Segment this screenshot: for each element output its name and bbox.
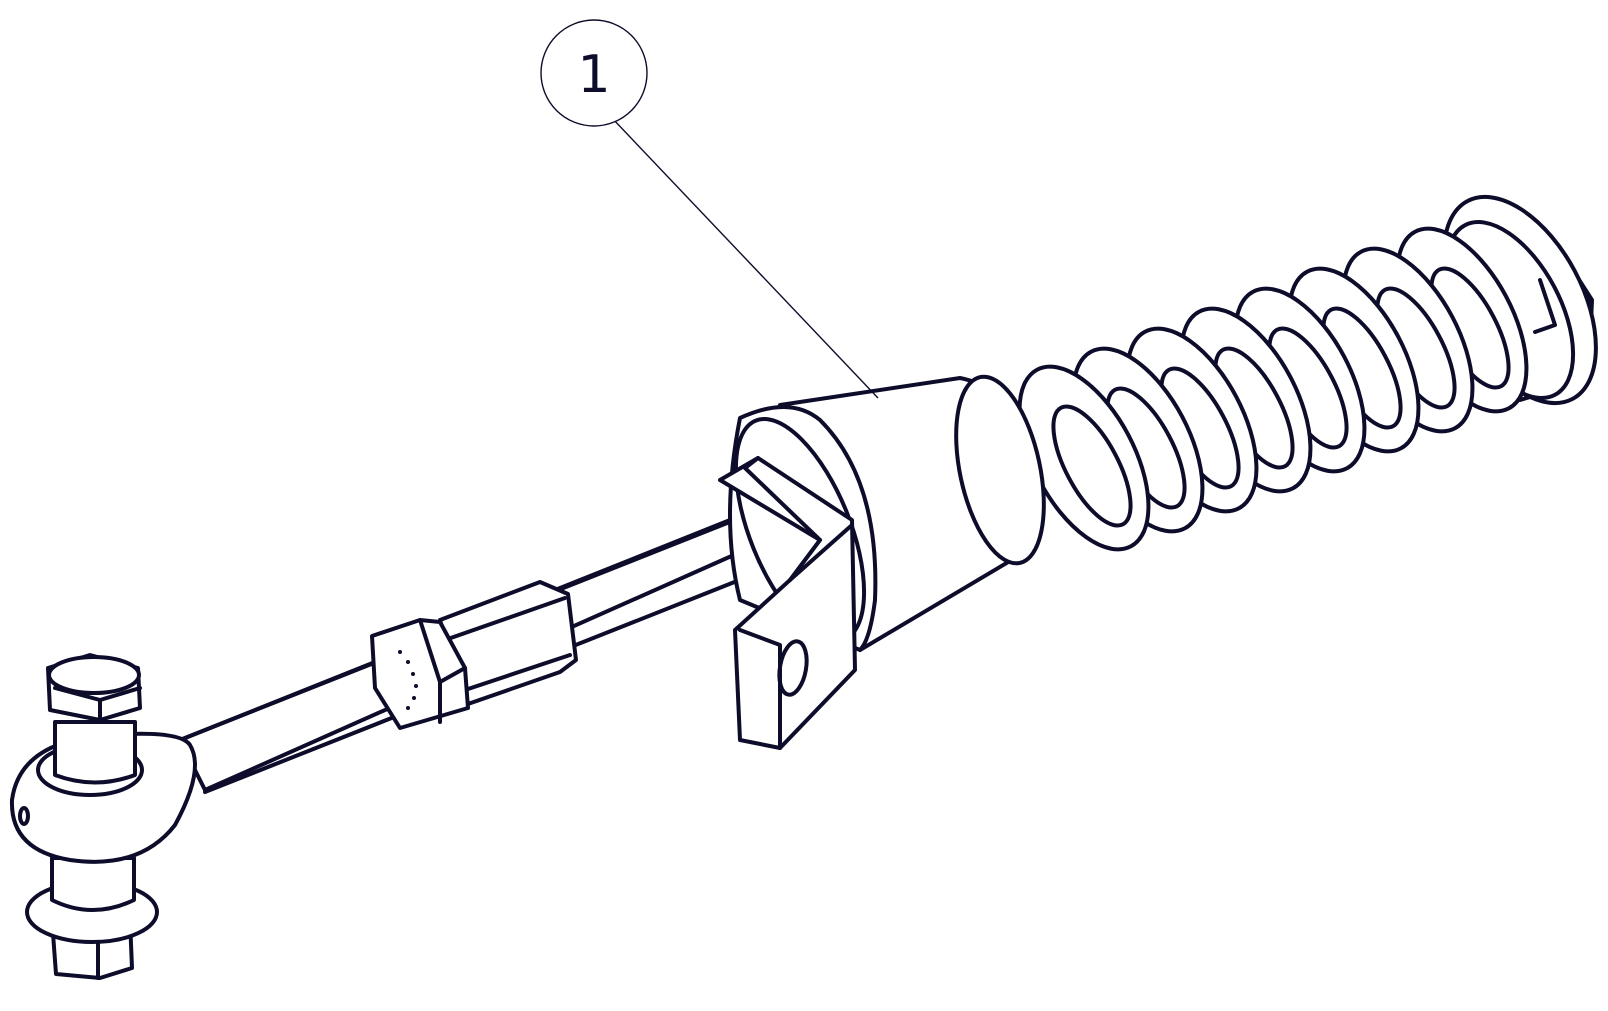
rod-end-ball-joint — [9, 653, 197, 980]
clevis-bracket — [718, 456, 857, 750]
spring-coils — [1017, 226, 1529, 552]
leader-line — [611, 117, 879, 399]
callout-label: 1 — [577, 45, 610, 105]
callout-balloon[interactable] — [540, 19, 648, 127]
coil-spring — [1017, 194, 1598, 552]
callout-1[interactable]: 1 — [540, 19, 879, 399]
lock-nut-sleeve — [370, 580, 578, 730]
